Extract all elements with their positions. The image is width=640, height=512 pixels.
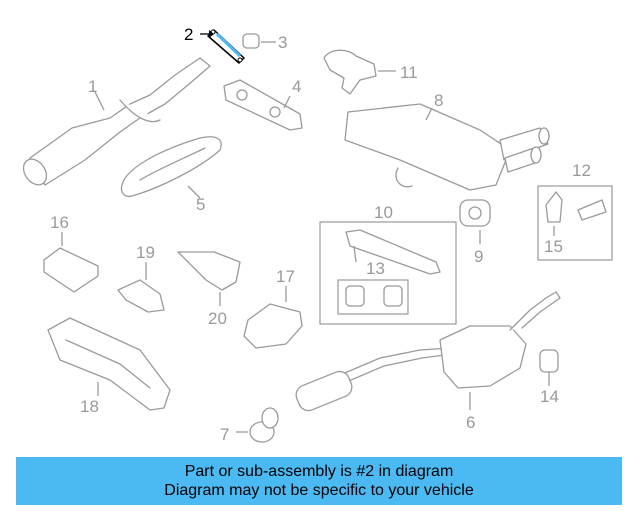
callout-19: 19 <box>136 243 155 262</box>
callout-7: 7 <box>220 425 229 444</box>
callout-13: 13 <box>366 259 385 278</box>
part-1-front-pipe[interactable] <box>19 57 211 189</box>
callout-20: 20 <box>208 309 227 328</box>
callout-2: 2 <box>184 25 193 44</box>
callout-16: 16 <box>50 213 69 232</box>
callout-4: 4 <box>292 77 301 96</box>
group-12-box <box>537 185 613 261</box>
callout-9: 9 <box>474 247 483 266</box>
part-7-clamp[interactable] <box>236 407 279 443</box>
group-10-box <box>319 221 457 325</box>
part-9-isolator[interactable] <box>459 199 491 244</box>
part-19-heat-shield[interactable] <box>117 262 165 313</box>
part-20-heat-shield[interactable] <box>177 251 241 306</box>
part-2-gasket[interactable] <box>207 29 245 64</box>
group-13-box <box>337 279 409 315</box>
banner-line-1: Part or sub-assembly is #2 in diagram <box>184 463 454 480</box>
callout-11: 11 <box>400 63 418 82</box>
part-11-hanger[interactable] <box>323 49 396 95</box>
part-4-bracket[interactable] <box>223 79 303 131</box>
part-5-heat-shield[interactable] <box>120 136 222 199</box>
callout-3: 3 <box>278 33 287 52</box>
callout-8: 8 <box>434 91 443 110</box>
callout-10: 10 <box>374 203 393 222</box>
callout-14: 14 <box>540 387 559 406</box>
callout-12: 12 <box>572 161 591 180</box>
part-10-bracket[interactable] <box>345 229 441 275</box>
part-6-intermediate-pipe[interactable] <box>293 291 561 414</box>
callout-2-arrow <box>209 30 214 38</box>
callout-1: 1 <box>88 77 97 96</box>
part-8-rear-muffler[interactable] <box>344 103 550 191</box>
exhaust-parts-diagram: 1 2 3 4 5 6 7 8 9 10 11 12 13 14 15 16 1… <box>19 25 613 444</box>
part-14-isolator[interactable] <box>539 349 559 386</box>
part-18-heat-shield[interactable] <box>47 317 171 411</box>
info-banner: Part or sub-assembly is #2 in diagram Di… <box>16 457 622 505</box>
part-3-nut[interactable] <box>242 33 276 49</box>
callout-15: 15 <box>544 237 563 256</box>
part-16-heat-shield[interactable] <box>43 232 99 293</box>
callout-17: 17 <box>276 267 295 286</box>
part-15-hanger[interactable] <box>545 191 607 236</box>
callout-labels: 1 2 3 4 5 6 7 8 9 10 11 12 13 14 15 16 1… <box>50 25 591 444</box>
banner-line-2: Diagram may not be specific to your vehi… <box>164 482 474 499</box>
part-13-isolators[interactable] <box>345 285 403 307</box>
callout-6: 6 <box>466 413 475 432</box>
callout-18: 18 <box>80 397 99 416</box>
part-17-heat-shield[interactable] <box>243 286 303 349</box>
callout-5: 5 <box>196 195 205 214</box>
